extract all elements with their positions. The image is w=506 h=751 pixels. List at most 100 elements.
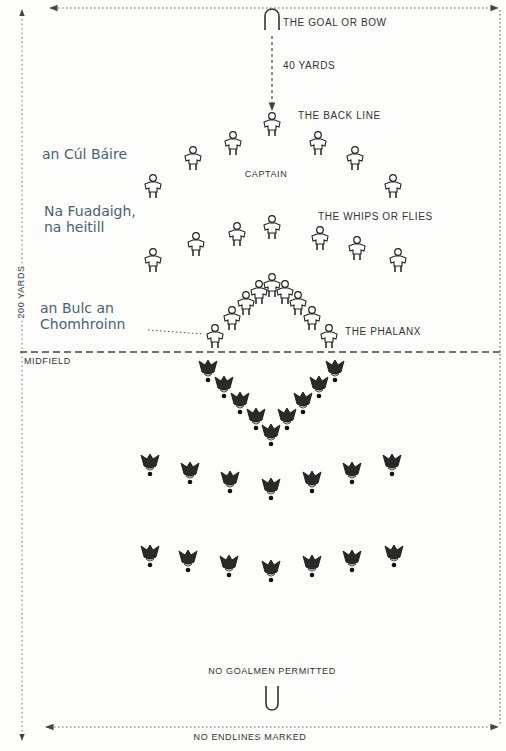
opponent-figure — [179, 550, 197, 572]
opponent-shirt — [181, 462, 199, 476]
player-head — [326, 325, 333, 332]
opponent-head — [227, 573, 232, 578]
opponent-head — [238, 410, 243, 415]
player-legs — [269, 130, 275, 136]
player-head — [190, 147, 197, 154]
opponent-shirt — [303, 471, 321, 485]
opponent-head — [148, 563, 153, 568]
opponent-collar — [308, 485, 316, 487]
player-shirt — [321, 332, 337, 342]
opponent-collar — [390, 559, 398, 561]
player-figure — [290, 292, 306, 315]
opponent-head — [301, 410, 306, 415]
player-legs — [282, 298, 288, 304]
irish-label: an Cúl Báire — [42, 146, 152, 162]
opponent-collar — [267, 574, 275, 576]
player-head — [150, 175, 157, 182]
player-shirt — [312, 234, 328, 244]
player-head — [354, 237, 361, 244]
player-legs — [269, 233, 275, 239]
opponent-head — [222, 394, 227, 399]
opponent-collar — [184, 564, 192, 566]
opponent-collar — [226, 485, 234, 487]
player-legs — [315, 149, 321, 155]
player-figure — [224, 307, 240, 330]
dimension-line — [22, 10, 23, 740]
opponent-figure — [221, 471, 239, 493]
opponent-shirt — [303, 555, 321, 569]
opponent-head — [269, 442, 274, 447]
player-legs — [150, 266, 156, 272]
player-shirt — [225, 139, 241, 149]
opponent-shirt — [247, 408, 265, 422]
zone-label: MIDFIELD — [24, 357, 71, 367]
opponent-head — [188, 480, 193, 485]
goal-bow — [266, 686, 278, 710]
rule-note: NO ENDLINES MARKED — [194, 733, 307, 743]
opponent-collar — [348, 564, 356, 566]
opponent-shirt — [383, 454, 401, 468]
player-legs — [243, 309, 249, 315]
player-legs — [317, 244, 323, 250]
opponent-figure — [199, 360, 217, 382]
opponent-shirt — [385, 545, 403, 559]
player-shirt — [304, 314, 320, 324]
player-head — [309, 307, 316, 314]
opponent-figure — [326, 360, 344, 382]
player-legs — [190, 164, 196, 170]
player-shirt — [264, 223, 280, 233]
player-legs — [234, 240, 240, 246]
opponent-collar — [252, 422, 260, 424]
midfield-line — [20, 351, 500, 352]
opponent-figure — [262, 560, 280, 582]
opponent-shirt — [179, 550, 197, 564]
players — [141, 113, 406, 583]
player-legs — [395, 266, 401, 272]
player-head — [269, 113, 276, 120]
player-legs — [150, 192, 156, 198]
opponent-figure — [294, 392, 312, 414]
player-head — [234, 223, 241, 230]
player-shirt — [145, 182, 161, 192]
opponent-figure — [141, 454, 159, 476]
player-figure — [225, 132, 241, 155]
player-figure — [349, 237, 365, 260]
opponent-head — [269, 496, 274, 501]
player-legs — [354, 254, 360, 260]
opponent-collar — [225, 569, 233, 571]
opponent-shirt — [141, 545, 159, 559]
player-head — [395, 249, 402, 256]
opponent-figure — [303, 555, 321, 577]
player-shirt — [264, 120, 280, 130]
opponent-shirt — [141, 454, 159, 468]
player-shirt — [277, 288, 293, 298]
opponent-figure — [231, 392, 249, 414]
player-head — [150, 249, 157, 256]
opponent-figure — [220, 555, 238, 577]
opponent-head — [186, 568, 191, 573]
line-label: THE PHALANX — [345, 326, 421, 337]
opponent-collar — [299, 406, 307, 408]
opponent-head — [350, 480, 355, 485]
player-legs — [193, 250, 199, 256]
player-shirt — [224, 314, 240, 324]
player-figure — [321, 325, 337, 348]
player-head — [243, 292, 250, 299]
opponent-figure — [181, 462, 199, 484]
opponent-figure — [215, 376, 233, 398]
opponent-figure — [262, 478, 280, 500]
opponent-collar — [331, 374, 339, 376]
opponent-shirt — [215, 376, 233, 390]
opponent-head — [148, 472, 153, 477]
opponent-head — [228, 489, 233, 494]
player-legs — [309, 324, 315, 330]
player-shirt — [310, 139, 326, 149]
opponent-collar — [146, 559, 154, 561]
irish-label: Na Fuadaigh, na heitill — [44, 203, 152, 235]
opponent-shirt — [199, 360, 217, 374]
side-boundary — [499, 10, 500, 725]
goal-bow — [265, 9, 279, 30]
role-label: CAPTAIN — [245, 170, 288, 180]
player-legs — [326, 342, 332, 348]
